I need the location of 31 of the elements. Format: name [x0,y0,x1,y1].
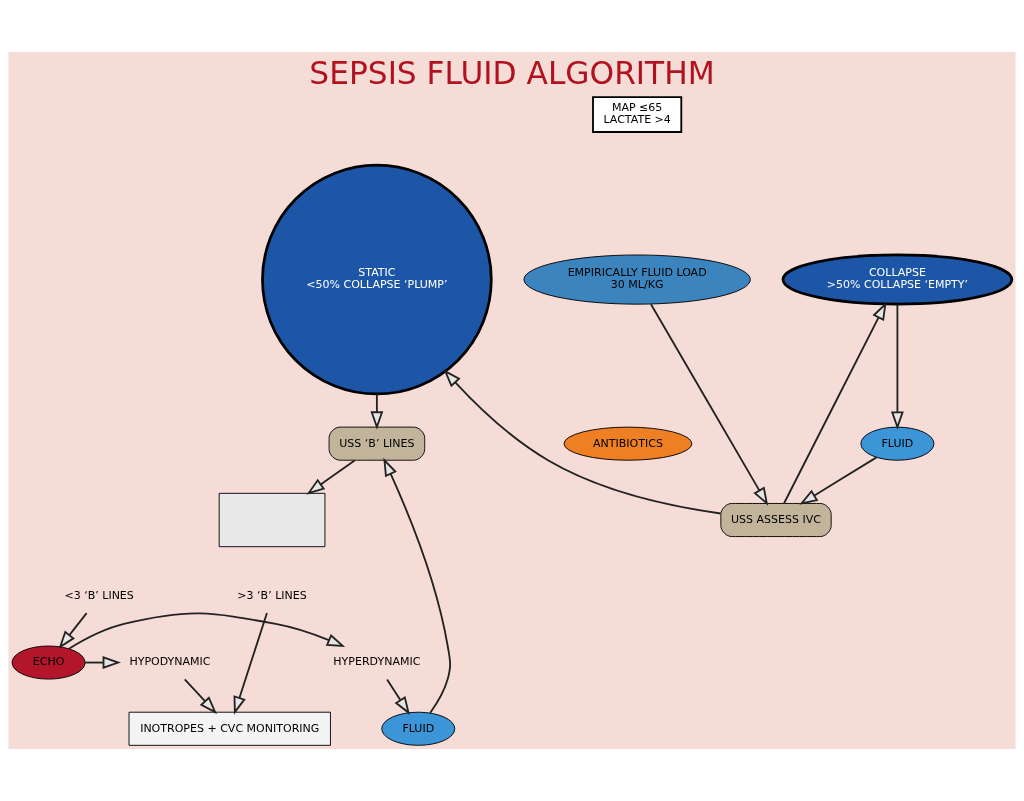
arrow [58,612,88,649]
node-ellipse: ANTIBIOTICS [563,426,693,461]
arrow [890,303,904,430]
arrow [84,656,121,669]
arrow [386,678,410,715]
node-ellipse: ECHO [11,645,86,680]
node-ellipse: FLUID [860,426,935,461]
arrow [183,678,218,715]
node-text: <3 ‘B’ LINES [64,589,134,603]
arrow [783,301,887,505]
arrow [233,612,268,715]
node-box: USS ASSESS IVC [720,503,832,537]
arrow [306,459,356,495]
arrow [383,457,452,714]
arrow [443,369,722,515]
arrow [370,393,384,430]
node-box [218,492,326,548]
arrow [68,612,346,650]
arrow [650,303,769,506]
arrow [799,456,878,505]
diagram-title: SEPSIS FLUID ALGORITHM [309,55,715,92]
node-circle: STATIC <50% COLLAPSE ‘PLUMP’ [261,163,493,396]
node-box: INOTROPES + CVC MONITORING [128,711,331,746]
node-box: MAP ≤65 LACTATE >4 [592,96,683,133]
node-text: >3 ‘B’ LINES [237,589,307,603]
node-ellipse: EMPIRICALLY FLUID LOAD 30 ML/KG [523,254,751,305]
node-text: HYPODYNAMIC [129,655,211,669]
node-box: USS ‘B’ LINES [328,426,426,461]
node-text: HYPERDYNAMIC [333,655,421,669]
node-ellipse: FLUID [381,711,456,746]
node-ellipse: COLLAPSE >50% COLLAPSE ‘EMPTY’ [781,253,1014,306]
